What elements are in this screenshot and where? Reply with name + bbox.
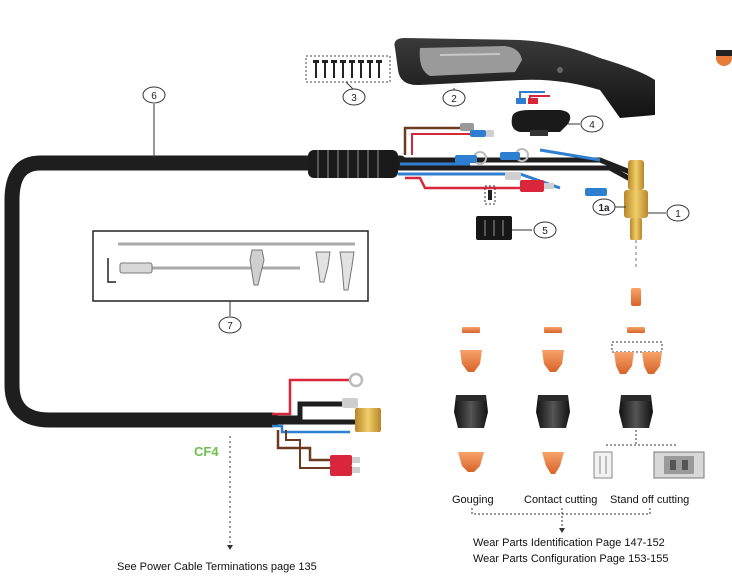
callout-5: 5 <box>533 221 557 239</box>
callout-leaders <box>153 81 666 316</box>
callout-1a: 1a <box>592 198 616 216</box>
power-cable-end-wires <box>272 372 381 476</box>
wear-parts-configuration-label: Wear Parts Configuration Page 153-155 <box>473 553 668 565</box>
wear-parts-identification-label: Wear Parts Identification Page 147-152 <box>473 537 665 549</box>
screws-kit <box>305 55 391 83</box>
standoff-cutting-label: Stand off cutting <box>610 494 689 506</box>
wear-parts-bracket <box>471 508 651 515</box>
torch-head-connector <box>624 160 648 270</box>
torch-handle <box>394 38 655 118</box>
contact-cutting-label: Contact cutting <box>524 494 597 506</box>
callout-6: 6 <box>142 86 166 104</box>
trigger-switch <box>511 110 571 136</box>
cf4-label: CF4 <box>194 444 219 459</box>
power-cable-leader-arrow <box>227 545 233 550</box>
wear-parts-arrow <box>559 528 565 533</box>
wire-terminals <box>455 123 607 196</box>
svg-text:3: 3 <box>351 93 357 104</box>
gouging-label: Gouging <box>452 494 494 506</box>
callout-3: 3 <box>342 88 366 106</box>
torch-cable <box>4 150 408 428</box>
connector-block <box>476 185 512 240</box>
callout-7: 7 <box>218 316 242 334</box>
svg-text:2: 2 <box>451 94 457 105</box>
svg-text:7: 7 <box>227 321 233 332</box>
svg-text:4: 4 <box>589 120 595 131</box>
callout-2: 2 <box>442 89 466 107</box>
edge-partial-part <box>716 50 732 66</box>
wear-parts <box>454 288 705 533</box>
svg-text:1: 1 <box>675 209 681 220</box>
callout-1: 1 <box>666 204 690 222</box>
svg-text:5: 5 <box>542 226 548 237</box>
power-cable-terminations-label: See Power Cable Terminations page 135 <box>117 561 317 573</box>
contact-cutting-stack <box>536 327 570 474</box>
handle-trigger-wires <box>516 91 550 104</box>
svg-text:1a: 1a <box>598 203 610 214</box>
svg-text:6: 6 <box>151 91 157 102</box>
cable-boot <box>308 150 398 178</box>
callout-4: 4 <box>580 115 604 133</box>
standoff-stack <box>593 288 705 479</box>
gouging-stack <box>454 327 488 472</box>
tool-kit-box <box>92 230 369 302</box>
